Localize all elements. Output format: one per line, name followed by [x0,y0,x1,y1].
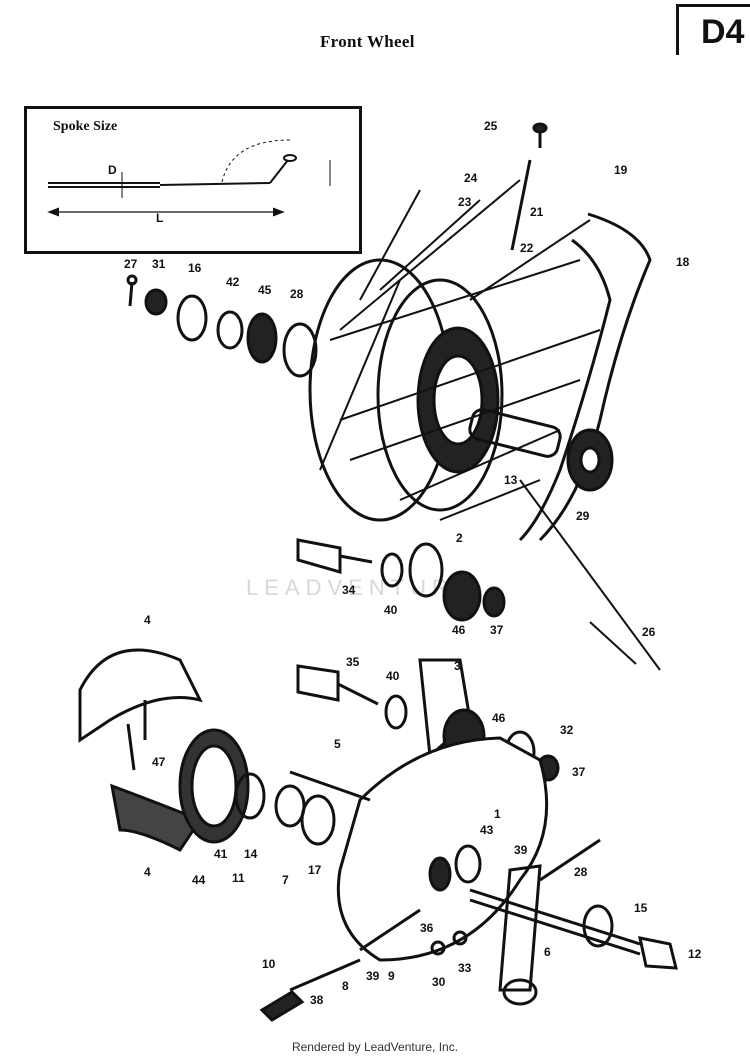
wheel-rim [518,212,652,542]
valve-parts [510,122,548,251]
part-callout-2: 2 [456,531,463,545]
part-callout-46: 46 [452,623,466,637]
part-callout-18: 18 [676,255,690,269]
brake-shoes [78,648,203,852]
part-callout-29: 29 [576,509,590,523]
part-callout-14: 14 [244,847,258,861]
part-callout-13: 13 [504,473,518,487]
part-callout-21: 21 [530,205,544,219]
part-callout-44: 44 [192,873,206,887]
part-callout-42: 42 [226,275,240,289]
part-callout-6: 6 [544,945,551,959]
part-callout-40: 40 [386,669,400,683]
part-callout-11: 11 [232,871,245,885]
part-callout-17: 17 [308,863,322,877]
part-callout-15: 15 [634,901,648,915]
inset-title: Spoke Size [53,119,118,134]
part-callout-35: 35 [346,655,360,669]
part-callout-19: 19 [614,163,628,177]
dim-l-label: L [156,211,163,225]
part-callout-7: 7 [282,873,289,887]
part-callout-8: 8 [342,979,349,993]
part-callout-3: 3 [454,659,461,673]
part-callout-27: 27 [124,257,138,271]
axle-lower-parts [259,838,678,1022]
part-callout-36: 36 [420,921,434,935]
part-callout-12: 12 [688,947,702,961]
front-hub [308,258,504,522]
section-code-box: D4 [676,4,750,55]
part-callout-24: 24 [464,171,478,185]
part-callout-33: 33 [458,961,472,975]
part-callout-39: 39 [514,843,528,857]
spoke-size-inset: Spoke Size [24,106,362,254]
part-callout-1: 1 [494,807,501,821]
part-callout-41: 41 [214,847,228,861]
part-callout-10: 10 [262,957,276,971]
spokes [319,179,601,521]
brake-panel [178,728,549,962]
part-callout-34: 34 [342,583,356,597]
part-callout-47: 47 [152,755,166,769]
part-callout-37: 37 [572,765,586,779]
part-callout-43: 43 [480,823,494,837]
part-callout-46: 46 [492,711,506,725]
front-axle [468,408,614,492]
footer-credit: Rendered by LeadVenture, Inc. [291,1040,459,1054]
part-callout-4: 4 [144,865,151,879]
part-callout-25: 25 [484,119,498,133]
part-callout-22: 22 [520,241,534,255]
speedometer-cable [519,479,661,671]
part-callout-40: 40 [384,603,398,617]
section-code: D4 [701,13,745,51]
dim-d-label: D [108,163,117,177]
spoke-drawing [47,139,331,217]
part-callout-37: 37 [490,623,504,637]
hub-left-parts [126,274,318,378]
part-callout-9: 9 [388,969,395,983]
part-callout-26: 26 [642,625,656,639]
diagram-title: Front Wheel [320,32,415,51]
part-callout-38: 38 [310,993,324,1007]
part-callout-30: 30 [432,975,446,989]
part-callout-23: 23 [458,195,472,209]
part-callout-28: 28 [574,865,588,879]
part-callout-5: 5 [334,737,341,751]
part-callout-4: 4 [144,613,151,627]
part-callout-16: 16 [188,261,202,275]
part-callout-39: 39 [366,969,380,983]
part-callout-31: 31 [152,257,166,271]
part-callout-32: 32 [560,723,574,737]
part-callout-45: 45 [258,283,272,297]
part-callout-28: 28 [290,287,304,301]
